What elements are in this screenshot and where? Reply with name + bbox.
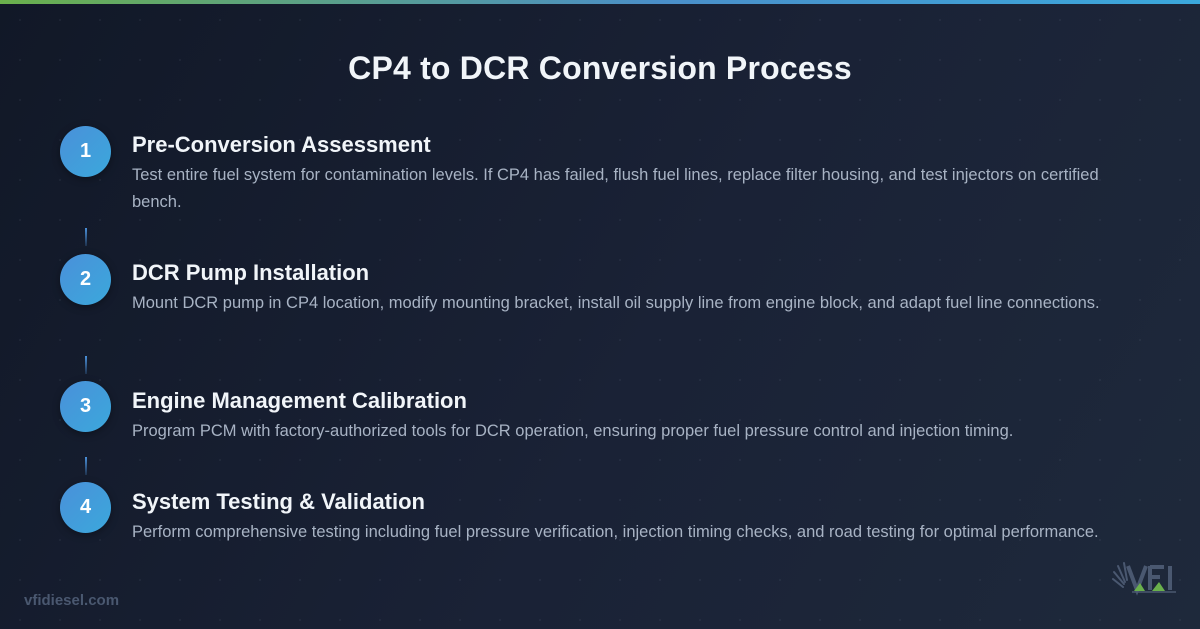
step-description: Program PCM with factory-authorized tool… [132, 422, 1014, 440]
page-title: CP4 to DCR Conversion Process [348, 50, 852, 86]
step-description: Mount DCR pump in CP4 location, modify m… [132, 294, 1100, 312]
vfi-logo-icon [1112, 562, 1176, 596]
top-gradient-bar [0, 0, 1200, 4]
step-connector [85, 457, 87, 475]
step-title: DCR Pump Installation [132, 260, 370, 285]
step-number-badge: 4 [60, 482, 111, 533]
step-title: System Testing & Validation [132, 489, 425, 514]
step-connector [85, 356, 87, 374]
footer-website-url: vfidiesel.com [24, 592, 120, 609]
step-number-badge: 1 [60, 126, 111, 177]
step-description: Test entire fuel system for contaminatio… [132, 166, 1099, 211]
step-description: Perform comprehensive testing including … [132, 523, 1099, 541]
step-title: Engine Management Calibration [132, 388, 467, 413]
step-number-badge: 3 [60, 381, 111, 432]
step-number-badge: 2 [60, 254, 111, 305]
step-connector [85, 228, 87, 246]
step-title: Pre-Conversion Assessment [132, 132, 431, 157]
